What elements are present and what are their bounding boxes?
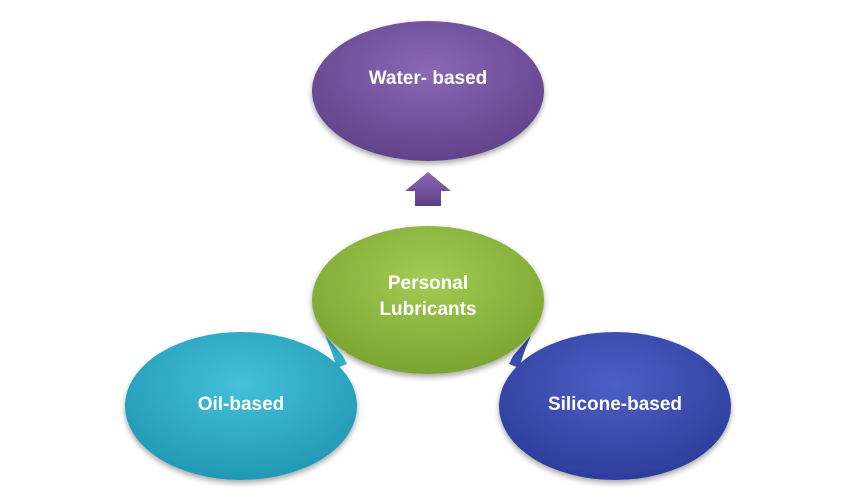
node-center-label-line1: Personal	[388, 273, 468, 294]
arrow-to-water-based	[405, 172, 451, 206]
node-silicone-based: Silicone-based	[499, 332, 731, 480]
node-oil-based-label: Oil-based	[198, 394, 285, 415]
node-center-label-line2: Lubricants	[379, 299, 476, 320]
node-silicone-based-label: Silicone-based	[548, 394, 682, 415]
node-water-based-label: Water- based	[369, 68, 488, 89]
node-oil-based: Oil-based	[125, 332, 357, 480]
arrow-to-silicone-based	[509, 335, 531, 368]
node-personal-lubricants: Personal Lubricants	[312, 226, 544, 374]
arrow-to-oil-based	[325, 335, 347, 368]
node-water-based: Water- based	[312, 21, 544, 161]
